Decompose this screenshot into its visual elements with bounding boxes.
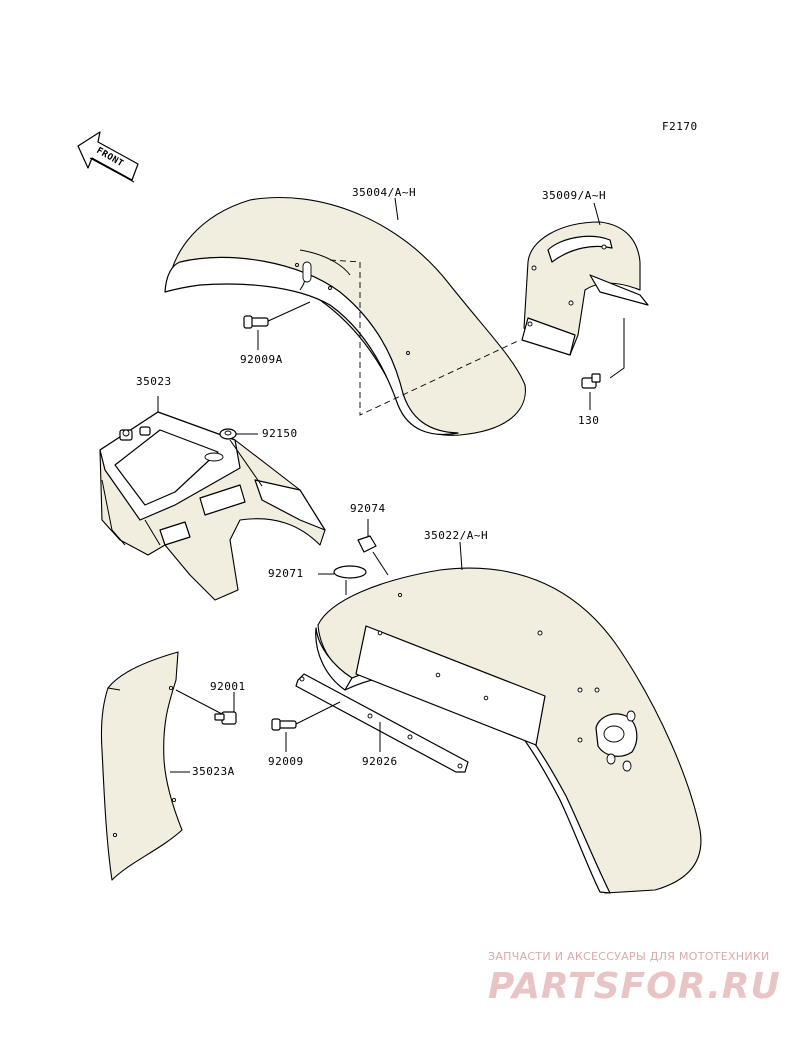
rear-fender bbox=[315, 541, 702, 894]
front-arrow-icon: FRONT bbox=[77, 131, 139, 183]
callout-bolt-92009: 92009 bbox=[268, 755, 304, 768]
callout-grommet: 92150 bbox=[262, 427, 298, 440]
bolt-130-icon bbox=[581, 373, 601, 410]
watermark-caption: ЗАПЧАСТИ И АКСЕССУАРЫ ДЛЯ МОТОТЕХНИКИ bbox=[488, 950, 770, 963]
callout-cap: 92074 bbox=[350, 502, 386, 515]
front-fender-cover bbox=[521, 202, 649, 379]
bolt-92001-icon bbox=[175, 689, 237, 725]
front-fender bbox=[164, 196, 526, 436]
grommet-92150-icon bbox=[219, 428, 263, 487]
watermark-logo: PARTSFOR.RU bbox=[488, 966, 781, 1007]
callout-bolt-92001: 92001 bbox=[210, 680, 246, 693]
figure-code: F2170 bbox=[662, 120, 698, 133]
callout-bracket: 92026 bbox=[362, 755, 398, 768]
callout-rear-fender-flap: 35023A bbox=[192, 765, 235, 778]
damper-92071-icon bbox=[318, 565, 367, 595]
bracket-92026-icon bbox=[295, 673, 469, 773]
callout-bolt-cover: 130 bbox=[578, 414, 599, 427]
callout-bolt-front: 92009A bbox=[240, 353, 283, 366]
callout-damper: 92071 bbox=[268, 567, 304, 580]
callout-front-fender-cover: 35009/A~H bbox=[542, 189, 606, 202]
rear-fender-holder bbox=[99, 396, 326, 601]
callout-front-fender: 35004/A~H bbox=[352, 186, 416, 199]
bolt-92009a-icon bbox=[243, 301, 311, 350]
bolt-92009-icon bbox=[271, 701, 341, 752]
rear-fender-flap bbox=[100, 651, 190, 881]
cap-92074-icon bbox=[357, 519, 389, 576]
callout-rear-fender-holder: 35023 bbox=[136, 375, 172, 388]
callout-rear-fender: 35022/A~H bbox=[424, 529, 488, 542]
